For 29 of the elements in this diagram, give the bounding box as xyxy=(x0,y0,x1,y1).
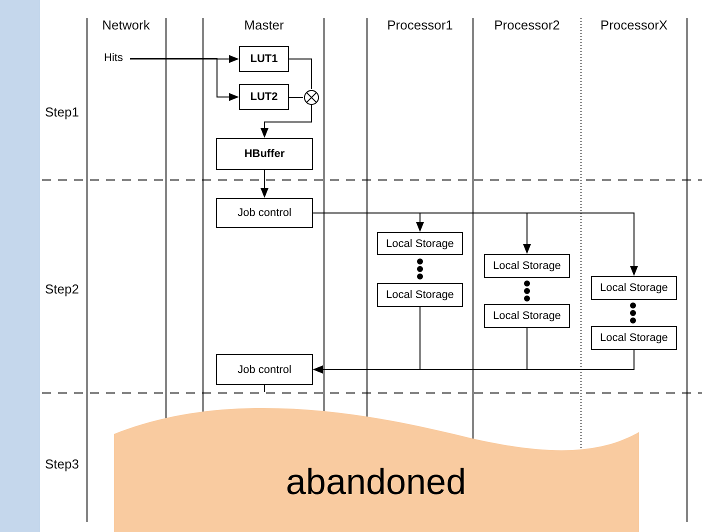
process-box: Local Storage xyxy=(591,276,677,300)
lane-header: Processor2 xyxy=(494,18,560,32)
step-label: Step3 xyxy=(45,456,79,472)
process-box: HBuffer xyxy=(216,138,313,170)
step-label: Step2 xyxy=(45,282,79,296)
arrow xyxy=(260,170,268,198)
lane-header: Network xyxy=(102,18,150,32)
lane-header: Master xyxy=(244,18,284,32)
arrow xyxy=(313,350,634,374)
arrow xyxy=(130,58,239,101)
process-box: LUT2 xyxy=(239,84,289,110)
process-box: Local Storage xyxy=(484,254,570,278)
connector-line xyxy=(288,97,304,98)
process-box: Job control xyxy=(216,354,313,385)
crossed-circle-symbol xyxy=(304,90,319,105)
connector-line xyxy=(264,384,265,392)
connector-line xyxy=(288,58,312,90)
step-label: Step1 xyxy=(45,104,79,120)
process-box: Local Storage xyxy=(591,326,677,350)
process-box: Local Storage xyxy=(484,304,570,328)
lane-header: ProcessorX xyxy=(600,18,668,32)
process-box: LUT1 xyxy=(239,46,289,72)
input-label: Hits xyxy=(104,51,130,66)
arrow xyxy=(130,55,239,63)
process-box: Local Storage xyxy=(377,283,463,307)
lane-header: Processor1 xyxy=(387,18,453,32)
arrow xyxy=(260,104,312,138)
process-box: Local Storage xyxy=(377,232,463,255)
process-box: Job control xyxy=(216,198,313,228)
